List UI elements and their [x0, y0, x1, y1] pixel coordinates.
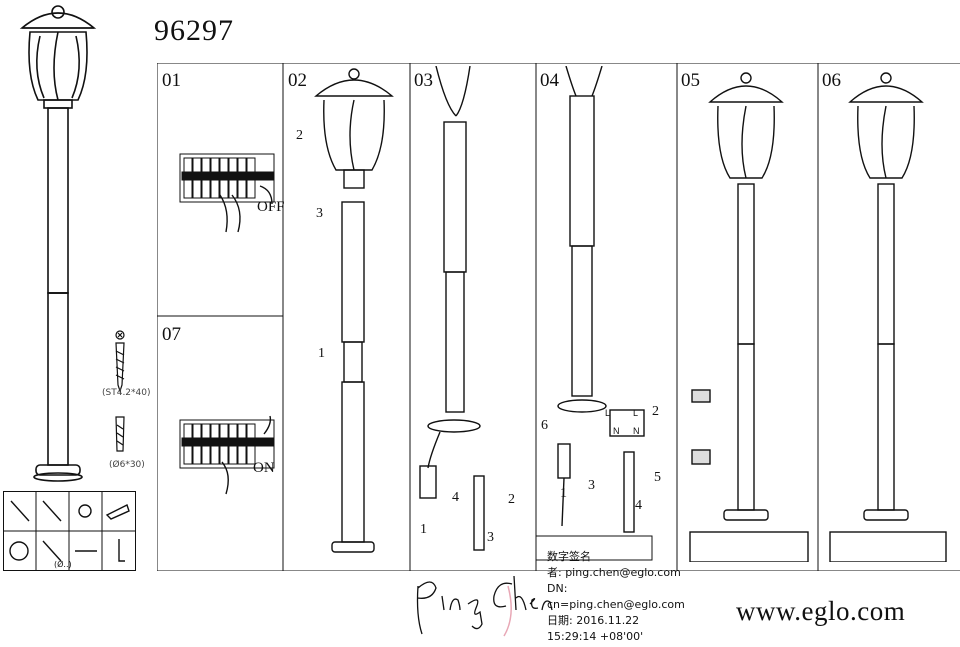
step-04-callout-4: 4: [635, 498, 642, 513]
overview-lamp-illustration: [19, 5, 97, 482]
step-label-07: 07: [162, 324, 181, 345]
breaker-on-illustration: [179, 415, 275, 495]
step-03-callout-3: 3: [487, 530, 494, 545]
signature-heading: 数字签名: [547, 550, 591, 563]
switch-off-label: OFF: [257, 199, 285, 215]
step-panels-frame: [157, 63, 960, 571]
screw-size-label: (ST4.2*40): [102, 388, 151, 398]
step-label-03: 03: [414, 70, 433, 91]
terminal-label-l1: L: [605, 408, 611, 418]
screwdriver-phillips-icon: [42, 500, 62, 522]
allen-key-icon: [118, 539, 125, 562]
step-04-callout-3: 3: [588, 478, 595, 493]
handwritten-signature: [416, 575, 553, 637]
step-03-callout-1: 1: [420, 522, 427, 537]
drill-bit-note: (Ø..): [54, 560, 72, 569]
drill-bit-icon: [42, 540, 62, 562]
tape-measure-icon: [9, 541, 29, 561]
signature-date: 日期: 2016.11.22 15:29:14 +08'00': [547, 614, 644, 643]
dowel-size-label: (Ø6*30): [109, 460, 145, 470]
step-label-01: 01: [162, 70, 181, 91]
step-03-callout-2: 2: [508, 492, 515, 507]
step-02-callout-3: 3: [316, 206, 323, 221]
step-label-05: 05: [681, 70, 700, 91]
tools-grid: [3, 491, 136, 571]
step-label-02: 02: [288, 70, 307, 91]
signature-signer: 者: ping.chen@eglo.com: [547, 566, 681, 579]
signature-dn: DN: cn=ping.chen@eglo.com: [547, 582, 685, 611]
step-04-callout-6: 6: [541, 418, 548, 433]
step-06-illustration: [829, 72, 947, 562]
terminal-label-l2: L: [633, 408, 639, 418]
step-04-callout-5: 5: [654, 470, 661, 485]
step-label-06: 06: [822, 70, 841, 91]
step-05-illustration: [689, 72, 809, 562]
step-02-callout-1: 1: [318, 346, 325, 361]
step-02-illustration: [314, 68, 394, 553]
drill-icon: [105, 504, 130, 520]
screw-head-icon: [78, 504, 92, 518]
screwdriver-icon: [10, 500, 30, 522]
step-02-callout-2: 2: [296, 128, 303, 143]
step-04-callout-1: 1: [560, 486, 567, 501]
terminal-label-n2: N: [633, 426, 640, 436]
step-label-04: 04: [540, 70, 559, 91]
digital-signature-block: 数字签名 者: ping.chen@eglo.com DN: cn=ping.c…: [547, 549, 685, 645]
website-url: www.eglo.com: [736, 596, 906, 626]
terminal-label-n1: N: [613, 426, 620, 436]
model-number: 96297: [154, 14, 234, 47]
step-04-illustration: [536, 66, 653, 561]
step-03-illustration: [419, 66, 485, 551]
switch-on-label: ON: [253, 460, 275, 476]
parts-illustration: [115, 330, 125, 452]
step-04-callout-2: 2: [652, 404, 659, 419]
step-03-callout-4: 4: [452, 490, 459, 505]
breaker-off-illustration: [179, 153, 275, 233]
